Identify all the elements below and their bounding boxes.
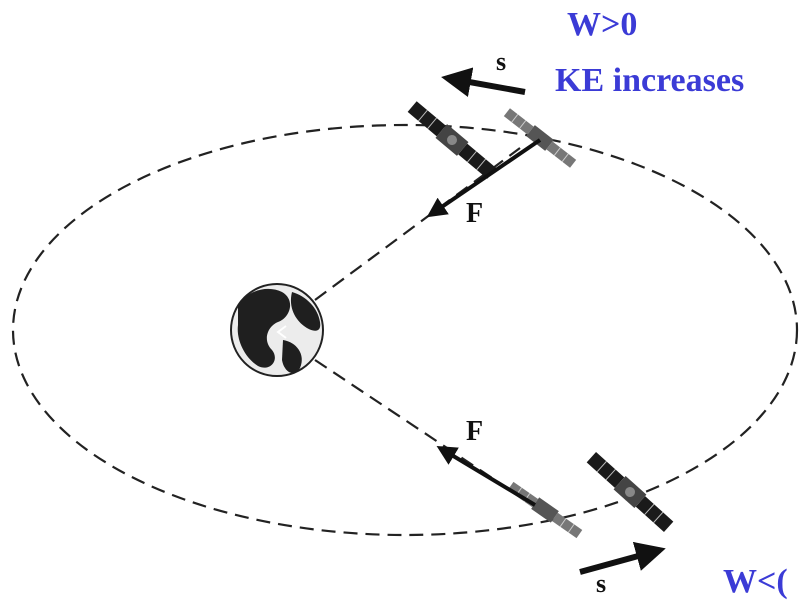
earth-icon [230, 283, 324, 377]
satellite-icon-bottom-right [586, 452, 674, 532]
label-f-bottom: F [466, 416, 483, 447]
displacement-arrow-bottom [579, 541, 666, 575]
label-s-top: s [496, 47, 506, 76]
satellite-icon-top-left [407, 101, 497, 179]
work-negative-label: W<( [723, 563, 788, 600]
displacement-arrow-top [441, 67, 526, 98]
label-s-bottom: s [596, 569, 606, 598]
satellite-icon-bottom-left [507, 481, 583, 539]
orbit-path [11, 123, 799, 537]
force-arrow-top [426, 138, 542, 218]
ke-increases-label: KE increases [555, 62, 745, 99]
label-f-top: F [466, 198, 483, 229]
force-arrow-bottom [436, 445, 537, 507]
work-positive-label: W>0 [567, 6, 638, 43]
satellite-icon-top-right [503, 108, 577, 168]
